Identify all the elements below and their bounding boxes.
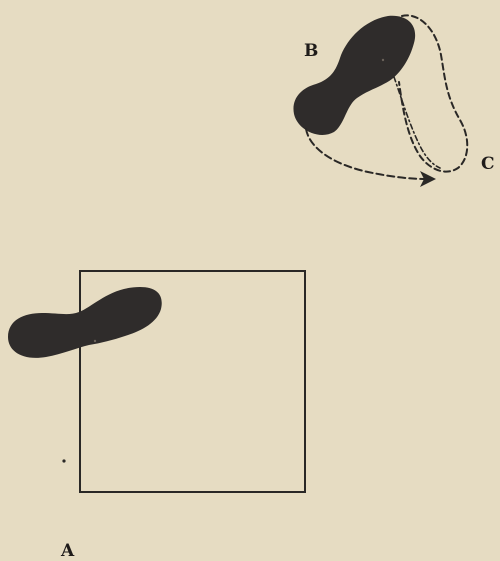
label-b: B xyxy=(304,41,318,61)
footprint-a-speck xyxy=(94,340,96,342)
label-a: A xyxy=(60,541,75,561)
print-speck xyxy=(62,459,65,462)
footprint-b-speck xyxy=(382,59,384,61)
label-c: C xyxy=(481,154,495,174)
